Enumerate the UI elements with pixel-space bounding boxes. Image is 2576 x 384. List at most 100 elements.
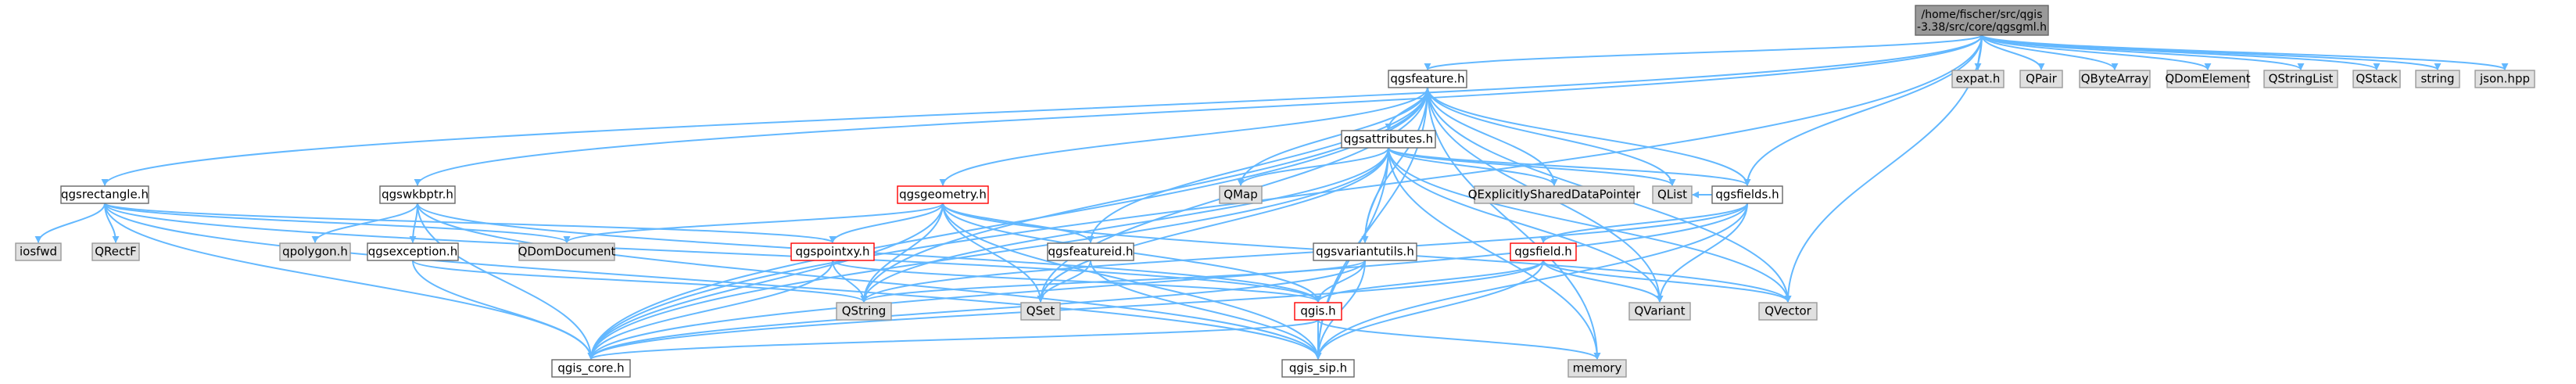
node-qgsfeature[interactable]: qgsfeature.h (1388, 70, 1467, 88)
edge-qgsrectangle-to-iosfwd (34, 203, 106, 243)
edge-qgsattributes-to-qstring (860, 147, 1389, 303)
edge-qgsfeature-to-qmap (1237, 87, 1428, 186)
edge-qgsfield-to-qvariant (1542, 260, 1664, 303)
node-label-qstringlist: QStringList (2269, 72, 2334, 86)
edge-qgsvariantutils-to-qgis_core (587, 260, 1366, 360)
node-label-string: string (2420, 72, 2454, 86)
node-label-qexplicitly: QExplicitlySharedDataPointer (1468, 188, 1641, 202)
edge-qgsattributes-to-qexplicitly (1388, 147, 1558, 186)
node-qgis_core[interactable]: qgis_core.h (551, 359, 631, 378)
node-qdomdocument: QDomDocument (518, 242, 616, 261)
node-qgsrectangle[interactable]: qgsrectangle.h (60, 185, 149, 204)
node-box-qpair (2019, 70, 2063, 88)
node-label-qgspointxy: qgspointxy.h (795, 245, 869, 259)
edge-qgsfeatureid-to-qgis_sip (1090, 260, 1322, 360)
node-box-expat (1951, 70, 2005, 88)
node-box-qgsfield (1510, 242, 1577, 261)
node-label-expat: expat.h (1956, 72, 2001, 86)
edge-qgsattributes-to-qset (1037, 147, 1389, 303)
edge-root-to-qpair (1981, 34, 2045, 70)
node-box-string (2415, 70, 2460, 88)
node-qgsexception[interactable]: qgsexception.h (367, 242, 459, 261)
edge-root-to-qgsfields (1743, 34, 1983, 186)
node-box-qset (1020, 302, 1061, 321)
node-box-qbytearray (2079, 70, 2151, 88)
node-qset: QSet (1020, 302, 1061, 321)
edge-qgsfields-to-qvariant (1656, 203, 1748, 303)
node-label-qlist: QList (1657, 188, 1687, 202)
node-box-qgis (1294, 302, 1342, 321)
node-qgspointxy[interactable]: qgspointxy.h (790, 242, 875, 261)
node-qgsfeatureid[interactable]: qgsfeatureid.h (1047, 242, 1134, 261)
node-label-qgsgeometry: qgsgeometry.h (899, 188, 987, 202)
edge-qgsattributes-to-qgis_core (587, 147, 1389, 360)
node-label-qgsfield: qgsfield.h (1514, 245, 1572, 259)
node-qmap: QMap (1219, 185, 1263, 204)
edge-qgsattributes-to-qgsfields (1388, 147, 1751, 186)
node-box-qgsvariantutils (1313, 242, 1417, 261)
node-qgsfields[interactable]: qgsfields.h (1711, 185, 1783, 204)
node-label-qmap: QMap (1224, 188, 1257, 202)
node-box-memory (1567, 359, 1627, 378)
node-root[interactable]: /home/fischer/src/qgis-3.38/src/core/qgs… (1915, 5, 2049, 36)
node-qgis_sip[interactable]: qgis_sip.h (1281, 359, 1355, 378)
node-qgsvariantutils[interactable]: qgsvariantutils.h (1313, 242, 1417, 261)
edge-qgsfields-to-qgis_core (587, 203, 1748, 360)
node-qgis[interactable]: qgis.h (1294, 302, 1342, 321)
edge-qgsexception-to-qstring (412, 260, 868, 303)
node-box-qgsfields (1711, 185, 1783, 204)
edge-root-to-qgsfeature (1424, 34, 1983, 70)
node-box-qvector (1758, 302, 1818, 321)
node-label-qpair: QPair (2026, 72, 2058, 86)
node-qpolygon: qpolygon.h (279, 242, 351, 261)
node-box-qgsattributes (1341, 130, 1436, 149)
node-qgsfield[interactable]: qgsfield.h (1510, 242, 1577, 261)
node-label-iosfwd: iosfwd (20, 245, 57, 259)
node-qbytearray: QByteArray (2079, 70, 2151, 88)
edge-qgsattributes-to-qvector (1388, 147, 1792, 303)
edge-root-to-qbytearray (1981, 34, 2119, 70)
edge-qgsfeature-to-qgsfeatureid (1087, 87, 1428, 243)
node-jsonhpp: json.hpp (2474, 70, 2535, 88)
edge-root-to-qgsrectangle (101, 34, 1983, 186)
node-box-qmap (1219, 185, 1263, 204)
dependency-nodes: /home/fischer/src/qgis-3.38/src/core/qgs… (15, 5, 2535, 378)
node-qvector: QVector (1758, 302, 1818, 321)
node-box-qstack (2352, 70, 2401, 88)
node-box-qstringlist (2263, 70, 2338, 88)
node-box-qgswkbptr (379, 185, 456, 204)
edge-qgsattributes-to-qvariant (1388, 147, 1664, 303)
node-qgsattributes[interactable]: qgsattributes.h (1341, 130, 1436, 149)
edge-qgswkbptr-to-qpolygon (311, 203, 418, 243)
node-box-root (1915, 5, 2049, 36)
node-box-qgspointxy (790, 242, 875, 261)
node-qvariant: QVariant (1628, 302, 1691, 321)
node-qgsgeometry[interactable]: qgsgeometry.h (897, 185, 989, 204)
edge-qgsrectangle-to-qgis (104, 203, 1322, 303)
edge-qgsfeature-to-qgsfields (1427, 87, 1751, 186)
edge-qgsfields-to-qgis_sip (1314, 203, 1748, 360)
edge-qgsgeometry-to-qdomdocument (563, 203, 944, 243)
edge-qgis-to-qgis_core (587, 319, 1319, 360)
node-box-qgsfeature (1388, 70, 1467, 88)
edge-qgsattributes-to-memory (1388, 147, 1601, 360)
edge-qgsattributes-to-qlist (1388, 147, 1676, 186)
node-qpair: QPair (2019, 70, 2063, 88)
node-qdomelement: QDomElement (2165, 70, 2251, 88)
node-label-root: -3.38/src/core/qgsgml.h (1917, 21, 2047, 34)
node-box-qgsrectangle (60, 185, 149, 204)
node-box-iosfwd (15, 242, 62, 261)
edge-qgsfield-to-qgis (1314, 260, 1544, 303)
node-qgswkbptr[interactable]: qgswkbptr.h (379, 185, 456, 204)
edge-qgsgeometry-to-qstring (860, 203, 944, 303)
edge-qgspointxy-to-qgis_core (587, 260, 833, 360)
edge-qgswkbptr-to-qgis_sip (417, 203, 1322, 360)
node-box-qgis_sip (1281, 359, 1355, 378)
node-label-qset: QSet (1026, 304, 1055, 318)
node-box-qvariant (1628, 302, 1691, 321)
node-label-qgsfeature: qgsfeature.h (1390, 72, 1464, 86)
node-box-qgis_core (551, 359, 631, 378)
node-label-memory: memory (1573, 361, 1622, 375)
node-box-qgsfeatureid (1047, 242, 1134, 261)
node-label-qgsexception: qgsexception.h (368, 245, 457, 259)
